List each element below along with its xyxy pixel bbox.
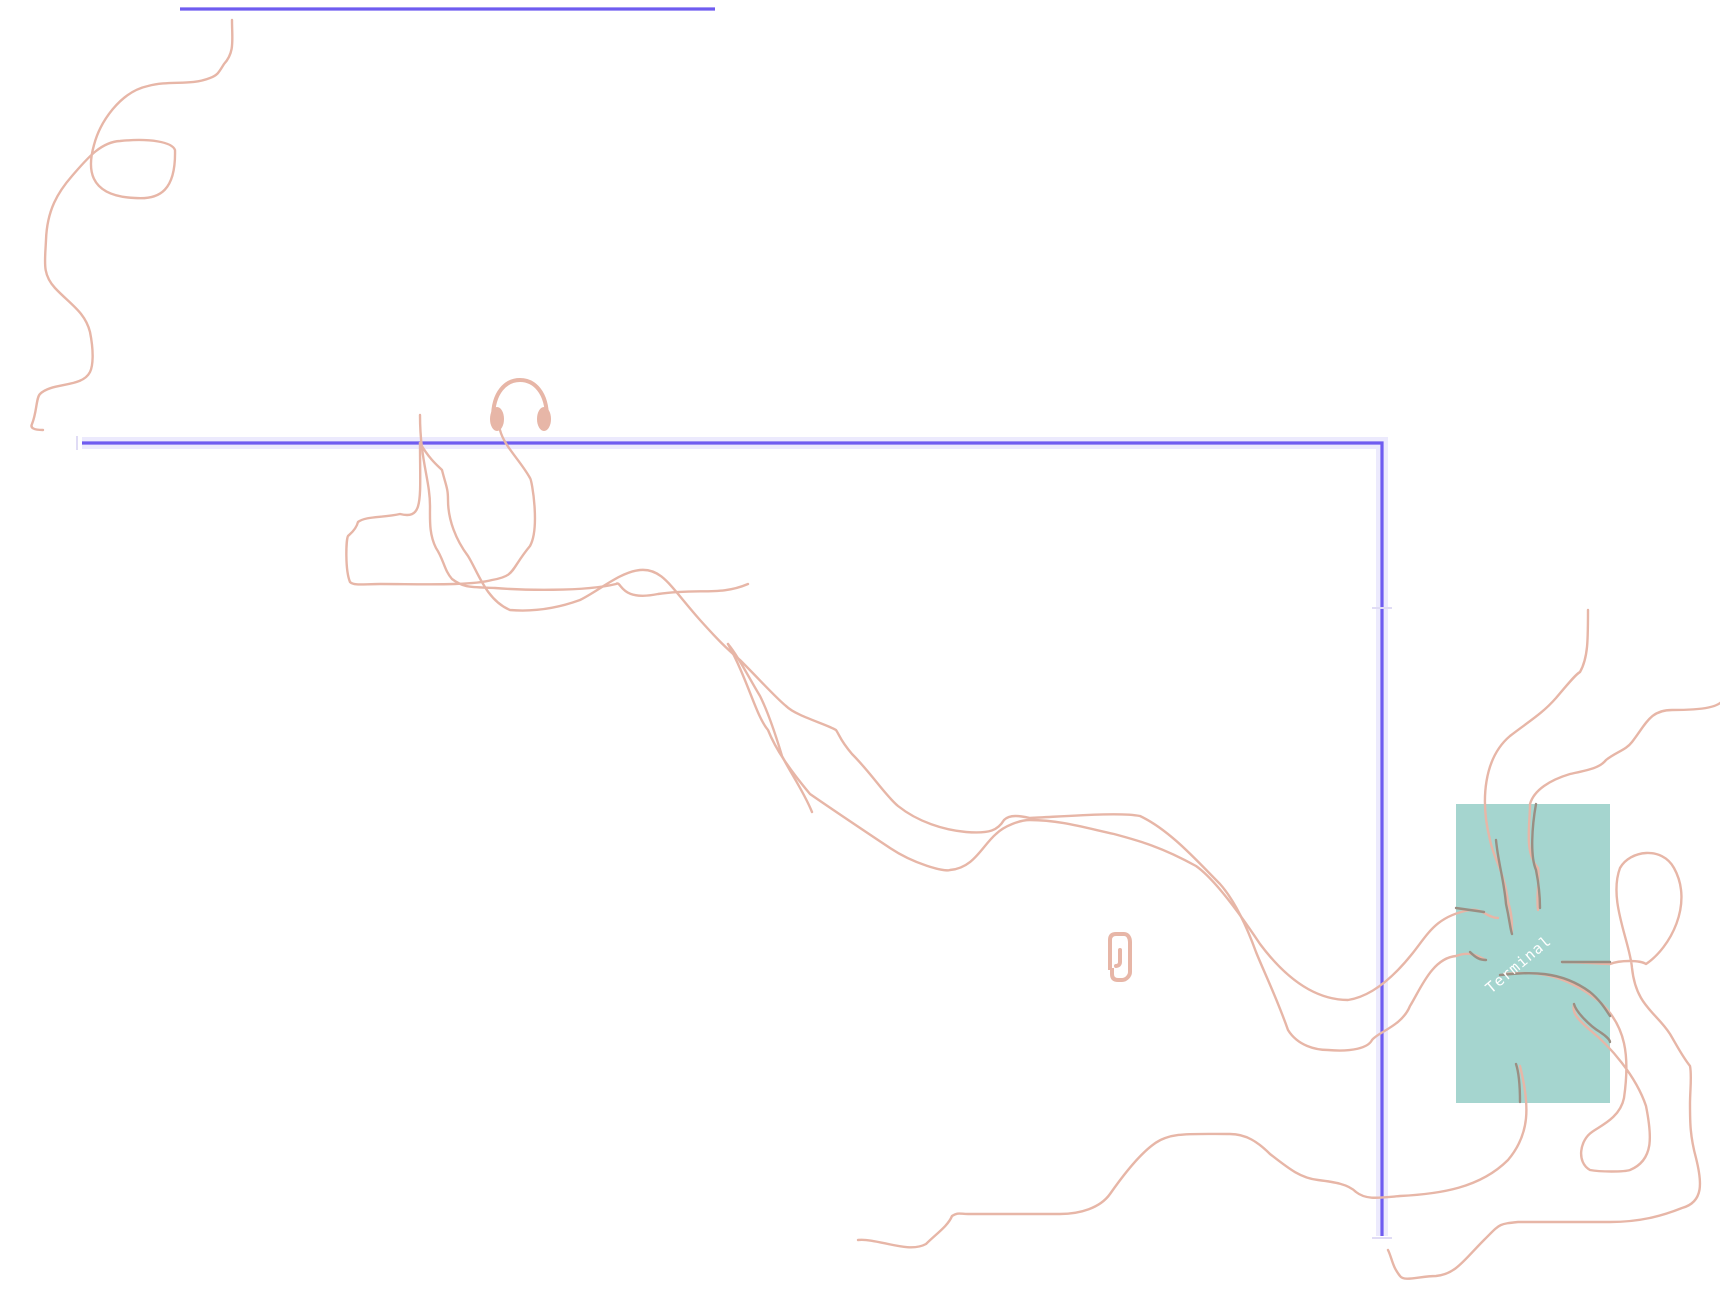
paperclip-icon <box>1108 932 1132 982</box>
wire-mid-right-b <box>726 642 1500 1002</box>
main-bus-line <box>82 441 1384 1236</box>
overlay-wire-5 <box>1498 971 1612 1018</box>
wire-bottom-a <box>856 1064 1528 1249</box>
wire-mid-splice <box>726 642 814 814</box>
wire-overlay-terminal <box>1454 802 1612 1104</box>
overlay-wire-4 <box>1468 950 1488 962</box>
overlay-wire-1 <box>1494 838 1514 936</box>
wire-left-long <box>345 428 537 586</box>
wire-bottom-b <box>1386 851 1702 1280</box>
overlay-wire-6 <box>1572 1002 1612 1044</box>
wire-headphone <box>418 441 788 708</box>
wire-mid-right-a <box>784 704 1488 1052</box>
overlay-wire-3 <box>1454 906 1486 914</box>
overlay-wire-7 <box>1514 1062 1522 1104</box>
headphones-icon <box>490 377 551 431</box>
main-bus-glow <box>82 437 1388 1236</box>
overlay-wire-2 <box>1531 802 1542 910</box>
wire-upper-right-a <box>1483 608 1590 934</box>
wire-layer <box>30 18 1720 1280</box>
wire-topleft <box>30 18 234 432</box>
wire-left-loop <box>418 413 750 597</box>
